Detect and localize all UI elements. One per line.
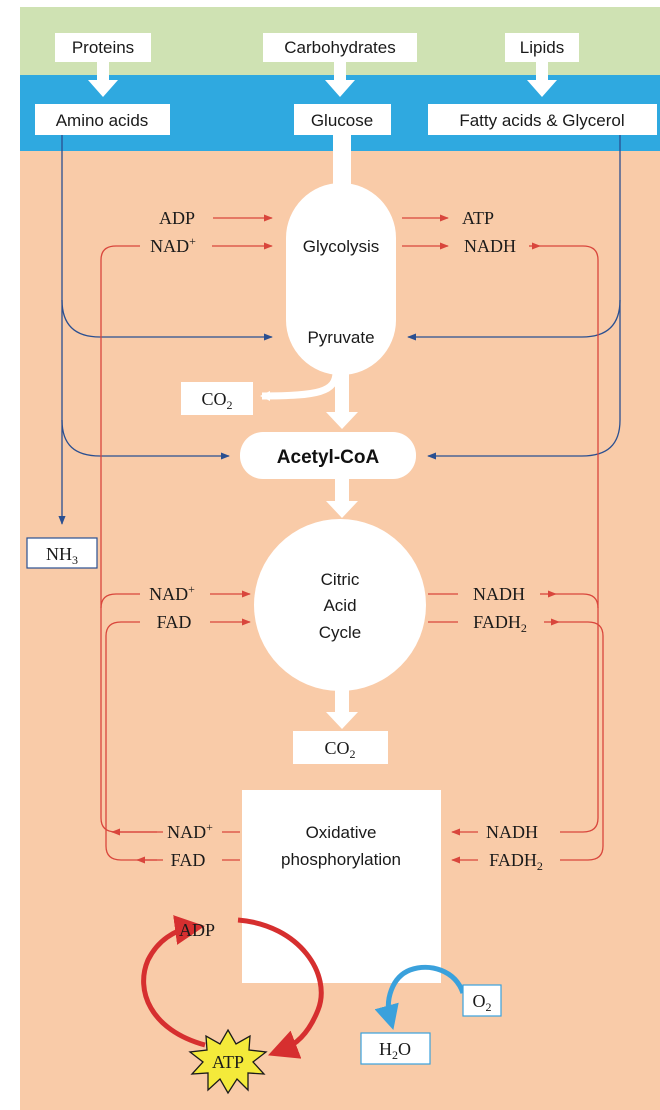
- pyruvate-label: Pyruvate: [307, 328, 374, 347]
- co2-box-bottom: [293, 731, 388, 764]
- nh3-label: NH3: [46, 544, 78, 567]
- atp-to-adp-arc: [141, 915, 206, 1048]
- atp-star: [188, 1028, 268, 1095]
- fatty-acids-label: Fatty acids & Glycerol: [459, 111, 624, 130]
- acetyl-coa-box: [240, 432, 416, 479]
- oxphos-fad-label: FAD: [171, 850, 206, 870]
- cycle-adp-label: ADP: [179, 920, 215, 940]
- o2-box: [462, 984, 502, 1017]
- co2-box-top: [181, 382, 253, 415]
- glycolysis-nadh-label: NADH: [464, 236, 516, 256]
- nad-citric-branch: [100, 593, 140, 609]
- citric-to-co2-arrow: [326, 688, 358, 729]
- glycolysis-nad-label: NAD+: [150, 234, 196, 256]
- glycolysis-capsule: [286, 183, 396, 375]
- glycolysis-label: Glycolysis: [303, 237, 380, 256]
- proteins-box: [55, 33, 151, 62]
- glucose-box: [294, 104, 391, 135]
- glycolysis-adp-label: ADP: [159, 208, 195, 228]
- citric-nadh-label: NADH: [473, 584, 525, 604]
- acetyl-coa-label: Acetyl-CoA: [277, 447, 380, 468]
- co2-label-bottom: CO2: [324, 738, 355, 761]
- fatty-to-acetyl-arrow: [427, 300, 621, 460]
- o2-label: O2: [473, 991, 492, 1014]
- glycolysis-atp-label: ATP: [462, 208, 494, 228]
- fadh2-collect-line: [559, 621, 604, 861]
- lipids-label: Lipids: [520, 38, 564, 57]
- atp-adp-cycle: ATP ADP: [141, 915, 324, 1095]
- proteins-label: Proteins: [72, 38, 134, 57]
- nad-recycle-line: [100, 245, 163, 833]
- acetyl-to-citric-arrow: [326, 479, 358, 518]
- o2-to-h2o-arrow: [374, 964, 466, 1031]
- amino-to-acetyl-arrow: [61, 419, 230, 460]
- nadh-citric-branch: [556, 593, 599, 609]
- red-cofactor-lines: [100, 214, 604, 864]
- proteins-arrow: [88, 62, 118, 97]
- oxphos-line-2: phosphorylation: [281, 850, 401, 869]
- oxphos-line-1: Oxidative: [306, 823, 377, 842]
- pyruvate-to-acetyl-arrow: [326, 372, 358, 429]
- glucose-stem: [333, 135, 351, 195]
- fad-recycle-line: [105, 621, 163, 861]
- cycle-atp-label: ATP: [212, 1052, 244, 1072]
- amino-acids-box: [35, 104, 170, 135]
- citric-nad-label: NAD+: [149, 582, 195, 604]
- oxphos-nad-label: NAD+: [167, 820, 213, 842]
- blue-feed-lines: [58, 135, 621, 525]
- lipids-box: [505, 33, 579, 62]
- h2o-label: H2O: [379, 1039, 411, 1062]
- h2o-box: [360, 1032, 431, 1065]
- amino-to-pyruvate-arrow: [61, 299, 273, 341]
- citric-fadh2-label: FADH2: [473, 612, 527, 635]
- oxphos-box: [242, 790, 441, 983]
- citric-line-2: Acid: [323, 596, 356, 615]
- glucose-label: Glucose: [311, 111, 373, 130]
- carbohydrates-box: [263, 33, 417, 62]
- fatty-acids-box: [428, 104, 657, 135]
- citric-acid-cycle-circle: [254, 519, 426, 691]
- amino-acids-label: Amino acids: [56, 111, 149, 130]
- citric-fad-label: FAD: [157, 612, 192, 632]
- citric-line-1: Citric: [321, 570, 360, 589]
- carbohydrates-label: Carbohydrates: [284, 38, 396, 57]
- citric-line-3: Cycle: [319, 623, 362, 642]
- source-arrows: [88, 62, 557, 97]
- nh3-box: [26, 537, 98, 569]
- lipids-arrow: [527, 62, 557, 97]
- oxphos-nadh-label: NADH: [486, 822, 538, 842]
- adp-to-atp-arc: [237, 917, 324, 1059]
- co2-label-top: CO2: [201, 389, 232, 412]
- oxphos-fadh2-label: FADH2: [489, 850, 543, 873]
- nadh-collect-line: [540, 245, 599, 833]
- oxygen-water: O2 H2O: [360, 964, 502, 1065]
- carbohydrates-arrow: [325, 62, 355, 97]
